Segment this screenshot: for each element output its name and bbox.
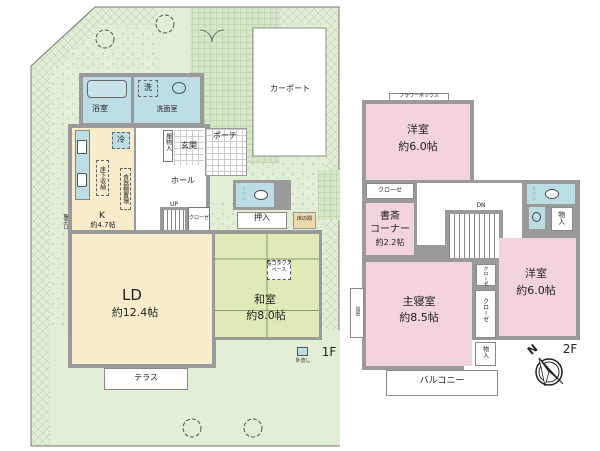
washer-label: 洗: [144, 83, 152, 92]
carport-label: カーポート: [270, 84, 310, 93]
washer-space: [138, 80, 158, 97]
closet-2f-2-label: クローゼ: [482, 266, 489, 286]
terrace-label: テラス: [134, 373, 158, 382]
compass-icon: [535, 357, 564, 387]
floor2-walls-right: [458, 335, 580, 340]
storage-2f-2[interactable]: [475, 342, 496, 366]
toilet-2f-icon: [545, 189, 559, 199]
toilet-2f[interactable]: トイレ: [527, 184, 575, 204]
kitchen: 冷 床下収納 食器棚置場 K 約4.7帖: [72, 128, 134, 230]
oshiire: [237, 212, 287, 229]
window-seat-label: 出窓: [354, 306, 361, 316]
hall-label: ホール: [171, 176, 195, 185]
sink-icon: [172, 82, 186, 94]
kitchen-sink-icon: [77, 173, 87, 187]
toilet-1f[interactable]: トイレ: [236, 183, 274, 207]
study-label-1: 書斎: [380, 211, 400, 222]
stairs-down-label: DN: [476, 202, 486, 209]
porch: [205, 128, 247, 176]
western-room-2: [499, 238, 576, 336]
master-bedroom: [366, 262, 472, 366]
floor1-site: カーポート 浴室 洗 洗面室 冷 床下収納 食器棚置場 K 約4.7帖 勝手口 …: [30, 6, 340, 447]
toilet-2f-label: トイレ: [530, 186, 537, 201]
closet-2f-3[interactable]: [475, 290, 496, 338]
balcony-label: バルコニー: [419, 376, 465, 386]
master-bedroom-size: 約8.5帖: [399, 311, 439, 324]
western-room-2-label: 洋室: [525, 267, 547, 280]
closet-2f-1[interactable]: [366, 183, 414, 199]
shoe-storage: [163, 130, 173, 162]
fridge-label: 冷: [117, 135, 125, 144]
storage-2f-2-label: 物入: [481, 346, 489, 358]
ld-label: LD: [122, 286, 142, 304]
window-seat: [350, 288, 364, 338]
floor2: フラワーボックス 洋室 約6.0帖 クローゼ 書斎 コーナー 約2.2帖 DN …: [345, 0, 600, 451]
ld-size: 約12.4帖: [111, 306, 159, 319]
pantry-label: 食器棚置場: [121, 174, 129, 204]
outdoor-sink-label: 外流し: [295, 358, 311, 364]
porch-label: ポーチ: [213, 131, 237, 140]
closet-1f-label: クローゼ: [189, 215, 210, 221]
sink-2f-icon: [532, 212, 541, 222]
washitsu-size: 約8.0帖: [246, 309, 286, 322]
toilet-label: トイレ: [240, 186, 247, 201]
horigotatsu-label: 掘ゴタツスペース: [266, 261, 292, 273]
bathroom: 浴室: [83, 77, 131, 123]
closet-2f-2[interactable]: [476, 264, 496, 286]
stove-icon: [77, 140, 87, 154]
study-label-2: コーナー: [370, 224, 410, 235]
shoe-storage-label: 履物入: [164, 133, 172, 151]
western-room-2-size: 約6.0帖: [516, 284, 556, 297]
tokonoma: [293, 212, 316, 229]
outdoor-sink-icon: [297, 347, 308, 356]
kitchen-size: 約4.7帖: [90, 221, 116, 229]
floor2-label: 2F: [562, 342, 578, 356]
toilet-icon: [254, 190, 268, 200]
horigotatsu-space: [267, 260, 291, 280]
kitchen-label: K: [99, 211, 105, 221]
washroom-label: 洗面室: [156, 105, 178, 113]
staircase-2f[interactable]: [445, 210, 503, 262]
washroom: 洗 洗面室: [134, 77, 200, 123]
bathtub: [87, 80, 127, 98]
entrance-label: 玄関: [181, 141, 197, 150]
bathroom-label: 浴室: [92, 104, 108, 113]
closet-2f-1-label: クローゼ: [377, 187, 402, 194]
master-bedroom-label: 主寝室: [402, 295, 436, 308]
balcony: [386, 370, 498, 396]
service-door-label[interactable]: 勝手口: [62, 214, 69, 229]
washitsu-label: 和室: [254, 293, 276, 306]
entrance: [174, 130, 204, 165]
floor1-label: 1F: [321, 345, 337, 359]
oshiire-label: 押入: [254, 213, 270, 222]
underfloor-storage: [96, 160, 109, 196]
western-room-1: [366, 104, 470, 180]
sink-2f: [529, 207, 545, 229]
closet-2f-3-label: クローゼ: [481, 298, 489, 322]
underfloor-storage-label: 床下収納: [98, 166, 106, 190]
stairs-up-label: UP: [169, 201, 178, 208]
flower-box-label: フラワーボックス: [399, 93, 439, 99]
storage-2f-1[interactable]: [551, 207, 573, 231]
terrace: [104, 368, 188, 390]
tokonoma-label: 床の間: [296, 216, 312, 222]
fridge-space: [112, 132, 130, 149]
pantry-space: [120, 168, 131, 210]
washitsu: [215, 234, 319, 337]
western-room-1-label: 洋室: [407, 123, 429, 136]
study-size: 約2.2帖: [375, 238, 405, 247]
western-room-1-size: 約6.0帖: [398, 140, 438, 153]
study-corner: [366, 203, 414, 255]
living-dining: [72, 234, 212, 364]
storage-2f-1-label: 物入: [557, 211, 566, 225]
